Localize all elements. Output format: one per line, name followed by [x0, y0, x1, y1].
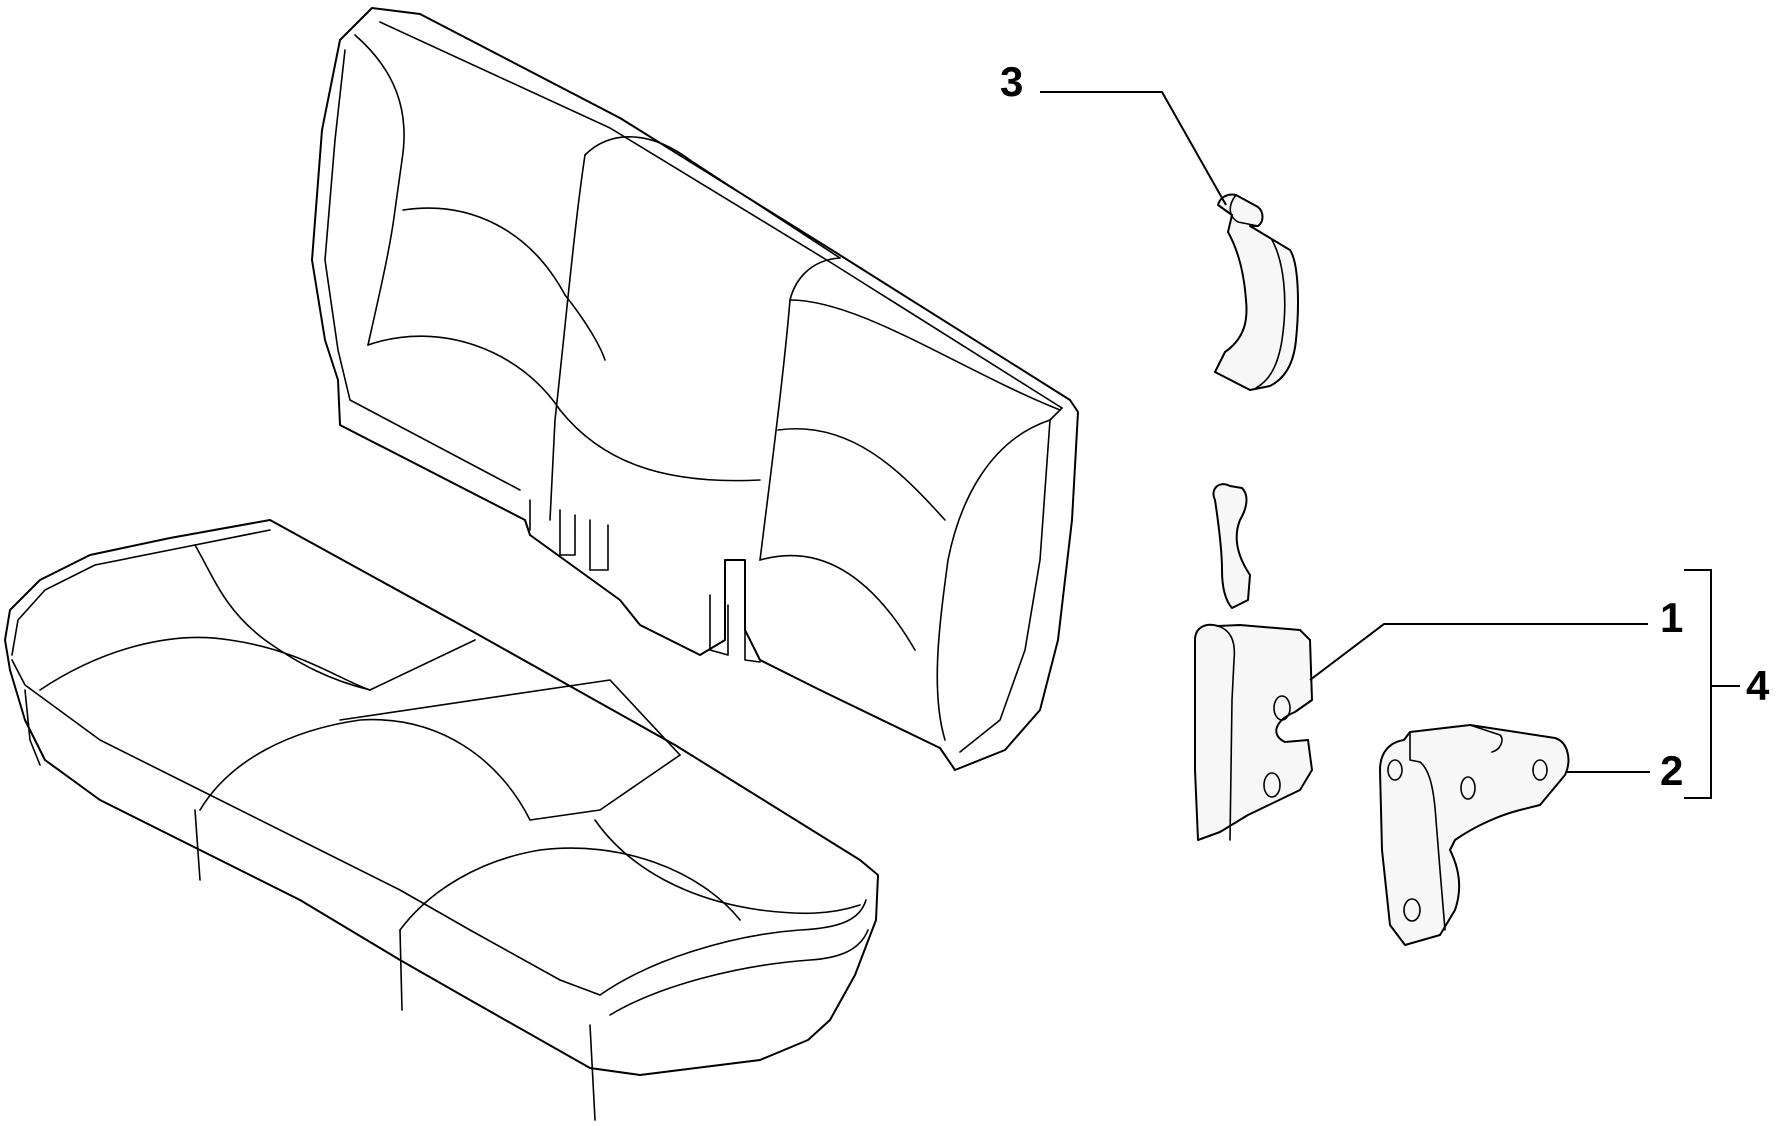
leader-latch: [1309, 623, 1648, 681]
seat-cushion: [4, 519, 879, 1121]
leader-lines: [1040, 91, 1740, 799]
bracket-part: [1379, 724, 1570, 946]
assembly-bracket-line: [1684, 569, 1712, 799]
callout-labels: 3 1 2 4: [1000, 58, 1770, 794]
callout-1: 1: [1660, 594, 1683, 641]
leader-release-handle: [1040, 91, 1227, 206]
callout-2: 2: [1660, 747, 1683, 794]
callout-3: 3: [1000, 58, 1023, 105]
callout-4: 4: [1746, 662, 1770, 709]
latch-part: [1194, 483, 1313, 841]
seat-backrest: [311, 7, 1079, 771]
release-handle-part: [1214, 193, 1299, 391]
